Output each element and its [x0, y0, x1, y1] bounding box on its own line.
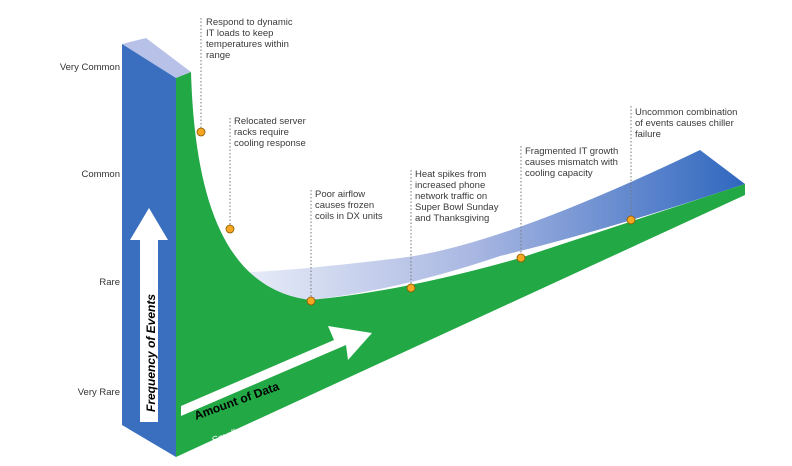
event-marker-4: [406, 283, 416, 293]
y-level-common: Common: [81, 169, 120, 180]
event-marker-3: [306, 296, 316, 306]
y-axis-title: Frequency of Events: [144, 294, 158, 412]
wall-top-face: [122, 38, 191, 78]
event-marker-1: [196, 127, 206, 137]
event-marker-6: [626, 215, 636, 225]
back-surface: [250, 150, 745, 300]
annotation-relocated-racks: Relocated server racks require cooling r…: [234, 116, 306, 149]
annotation-chiller-failure: Uncommon combination of events causes ch…: [635, 107, 738, 140]
event-marker-2: [225, 224, 235, 234]
y-level-very-common: Very Common: [59, 62, 120, 73]
amount-arrow: [181, 326, 372, 416]
floor-surface: [176, 72, 745, 457]
y-level-rare: Rare: [99, 277, 120, 288]
frequency-arrow: [130, 208, 168, 422]
y-level-very-rare: Very Rare: [77, 387, 120, 398]
annotation-poor-airflow: Poor airflow causes frozen coils in DX u…: [315, 189, 383, 222]
annotation-dynamic-it-loads: Respond to dynamic IT loads to keep temp…: [206, 17, 293, 61]
x-level-large: Large: [679, 226, 707, 245]
annotation-heat-spikes: Heat spikes from increased phone network…: [415, 169, 499, 224]
leader-lines: [200, 18, 632, 301]
annotation-fragmented-growth: Fragmented IT growth causes mismatch wit…: [525, 146, 619, 179]
event-marker-5: [516, 253, 526, 263]
